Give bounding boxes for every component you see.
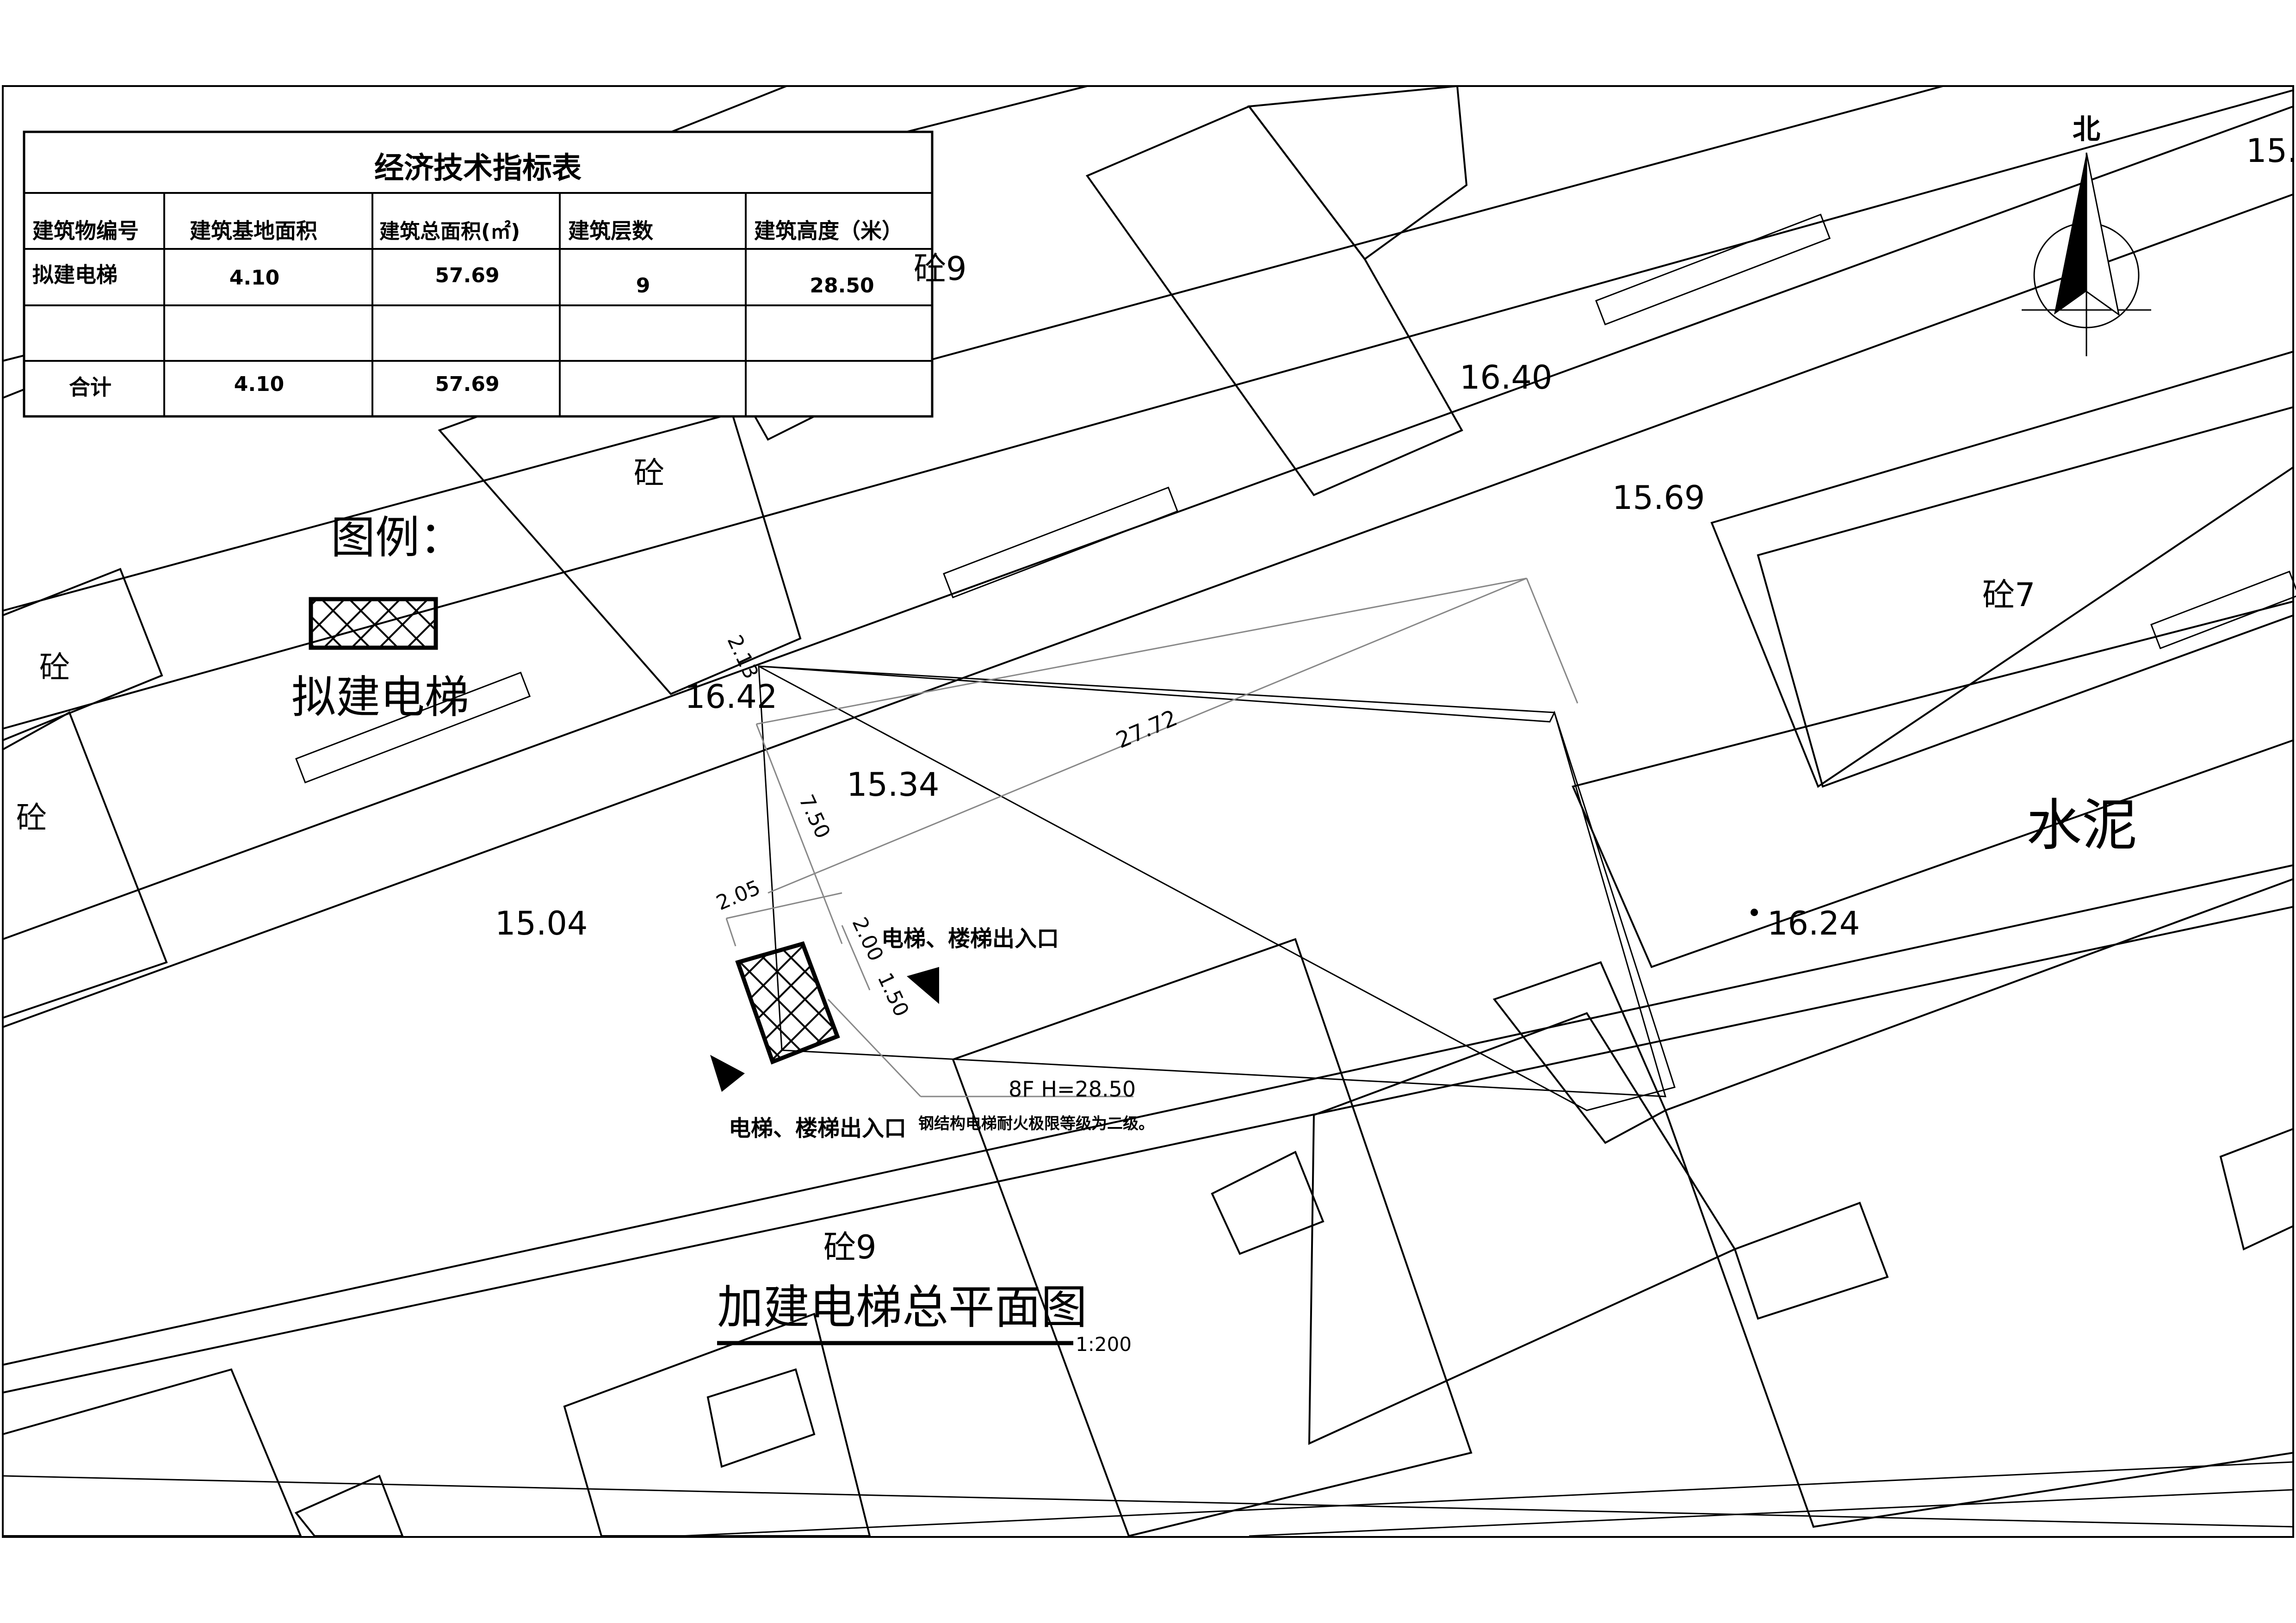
- header-floors: 建筑层数: [568, 218, 653, 243]
- legend: 图例： 拟建电梯: [291, 512, 469, 723]
- dimension-label: 1.50: [873, 969, 914, 1020]
- material-label: 水泥: [2026, 793, 2137, 858]
- material-label: 砼: [16, 800, 47, 836]
- north-arrow-icon: 北: [2022, 113, 2151, 356]
- header-building-id: 建筑物编号: [32, 218, 139, 243]
- dimension-label: 7.50: [794, 791, 835, 842]
- elevation: 16.40: [1460, 359, 1552, 396]
- drawing-scale: 1:200: [1076, 1333, 1132, 1356]
- dimension-lines: 2.13 27.72 7.50 2.05 2.00 1.50: [713, 577, 1578, 1097]
- material-label: 砼: [634, 455, 664, 491]
- legend-hatch-swatch: [309, 597, 438, 650]
- table-cell: 4.10: [234, 372, 285, 396]
- table-cell: 4.10: [229, 266, 280, 290]
- indicator-table: 经济技术指标表 建筑物编号 建筑基地面积 建筑总面积(㎡) 建筑层数 建筑高度（…: [23, 130, 934, 418]
- table-cell: 57.69: [435, 264, 499, 287]
- entrance-annotation: 电梯、楼梯出入口: [729, 1115, 906, 1141]
- entrance-arrow-icon: [907, 967, 939, 1004]
- table-title: 经济技术指标表: [374, 151, 582, 186]
- material-labels: 砼9 砼 砼7 砼 砼 砼9 水泥: [16, 250, 2137, 1266]
- entrance-annotation: 电梯、楼梯出入口: [881, 926, 1059, 952]
- drawing-title: 加建电梯总平面图: [717, 1280, 1087, 1334]
- legend-title: 图例：: [331, 512, 464, 564]
- fire-rating-note: 钢结构电梯耐火极限等级为二级。: [918, 1115, 1154, 1133]
- table-cell: 9: [636, 274, 650, 297]
- header-height: 建筑高度（米）: [754, 218, 903, 243]
- floor-height-note: 8F H=28.50: [1009, 1077, 1136, 1102]
- material-label: 砼9: [914, 250, 967, 288]
- elevation-labels: 16.40 15.69 16.42 15.34 15.04 16.24 15.8: [495, 132, 2296, 942]
- table-cell: 28.50: [810, 274, 874, 297]
- table-cell: 拟建电梯: [32, 262, 118, 287]
- elevation-point: [1751, 909, 1758, 916]
- building-outlines: [1, 85, 2296, 1537]
- elevation: 15.04: [495, 904, 588, 942]
- elevation: 15.34: [847, 766, 939, 804]
- elevation: 16.24: [1767, 904, 1860, 942]
- proposed-elevator: [735, 941, 840, 1065]
- elevation: 15.69: [1612, 479, 1705, 517]
- material-label: 砼7: [1982, 576, 2036, 614]
- entrance-arrow-icon: [710, 1055, 745, 1092]
- material-label: 砼: [39, 650, 70, 685]
- dimension-label: 27.72: [1112, 705, 1181, 754]
- table-cell: 57.69: [435, 372, 499, 396]
- road-lines: [2, 85, 2294, 1537]
- elevation: 16.42: [685, 678, 777, 716]
- header-total-area: 建筑总面积(㎡): [379, 220, 520, 243]
- dimension-label: 2.05: [713, 876, 764, 915]
- legend-item-label: 拟建电梯: [291, 671, 469, 723]
- north-label: 北: [2073, 113, 2100, 146]
- header-base-area: 建筑基地面积: [190, 218, 317, 243]
- material-label: 砼9: [823, 1228, 877, 1266]
- table-cell: 合计: [69, 375, 111, 400]
- elevation: 15.8: [2246, 132, 2296, 170]
